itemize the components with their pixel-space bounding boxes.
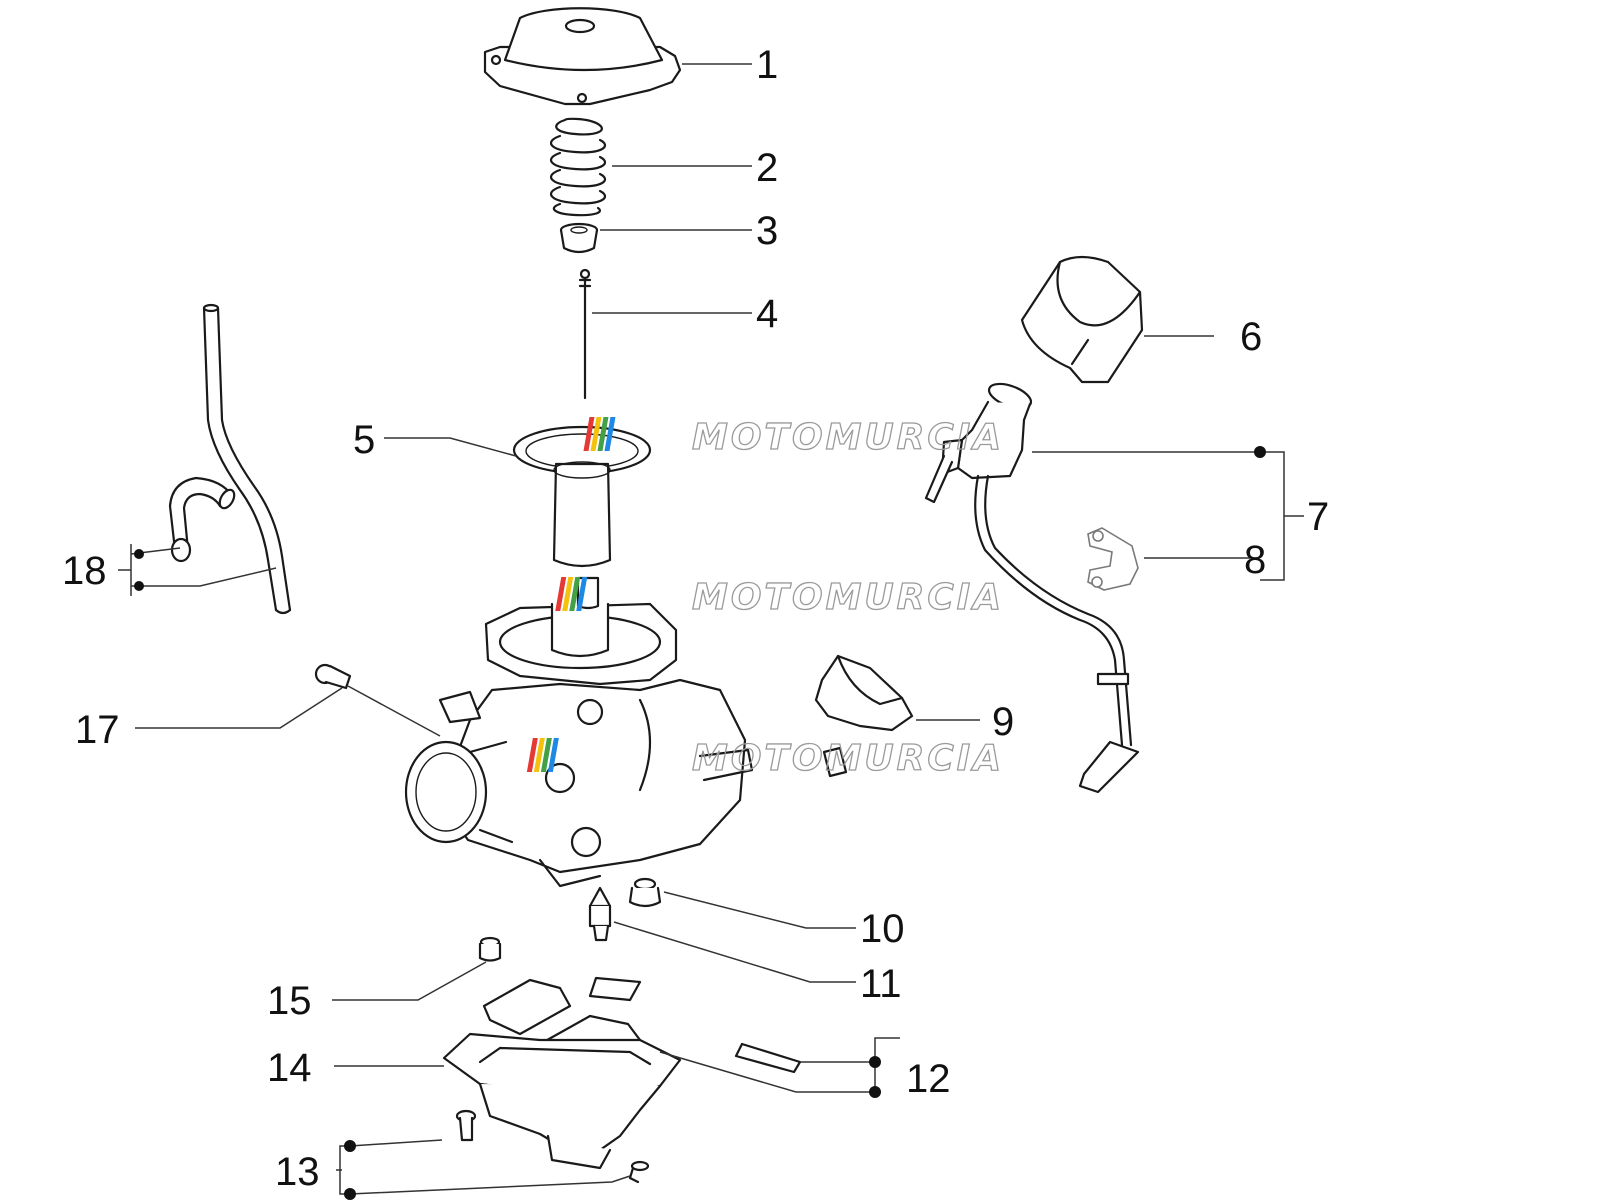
part-14-float-bowl [442,1032,682,1170]
callout-10: 10 [860,907,905,951]
callout-17: 17 [75,708,120,752]
part-4-jet-needle [578,268,592,400]
part-1-vacuum-cover [483,7,682,106]
part-2-spring [549,117,607,217]
callout-15: 15 [267,979,312,1023]
part-17-screw [314,663,352,690]
callout-3: 3 [756,209,778,253]
part-15-jet [478,936,502,962]
part-13-screws [455,1109,650,1184]
callout-13: 13 [275,1150,320,1194]
part-10-plug [628,877,662,908]
callout-6: 6 [1240,315,1262,359]
part-9-intake-rubber [814,654,914,778]
callout-1: 1 [756,43,778,87]
part-7-starter-valve [924,382,1140,794]
leader-lines [118,63,1304,1195]
callout-5: 5 [353,418,375,462]
callout-14: 14 [267,1046,312,1090]
callout-2: 2 [756,146,778,190]
callout-8: 8 [1244,538,1266,582]
callout-12: 12 [906,1057,951,1101]
part-5-diaphragm-slide [512,425,652,568]
callout-11: 11 [860,962,902,1006]
callout-dots [134,446,1266,1200]
part-11-float-needle [588,886,612,942]
watermark-2: MOTOMURCIA [555,576,1004,619]
callout-9: 9 [992,700,1014,744]
part-18-hoses [168,303,292,615]
watermark-3: MOTOMURCIA [526,737,1004,780]
part-3-needle-retainer [559,222,599,254]
callout-18: 18 [62,549,107,593]
callout-7: 7 [1307,495,1329,539]
callout-numbers: 1 2 3 4 5 6 7 8 9 10 11 12 13 14 15 17 1… [62,43,1329,1194]
watermark-text: MOTOMURCIA [692,417,1004,458]
watermark-text: MOTOMURCIA [692,577,1004,618]
watermark-1: MOTOMURCIA [583,416,1004,459]
callout-4: 4 [756,292,778,336]
part-8-bracket [1087,527,1139,591]
part-6-rubber-cap [1020,255,1144,384]
watermark-text: MOTOMURCIA [692,738,1004,779]
carburetor-body [404,576,754,888]
